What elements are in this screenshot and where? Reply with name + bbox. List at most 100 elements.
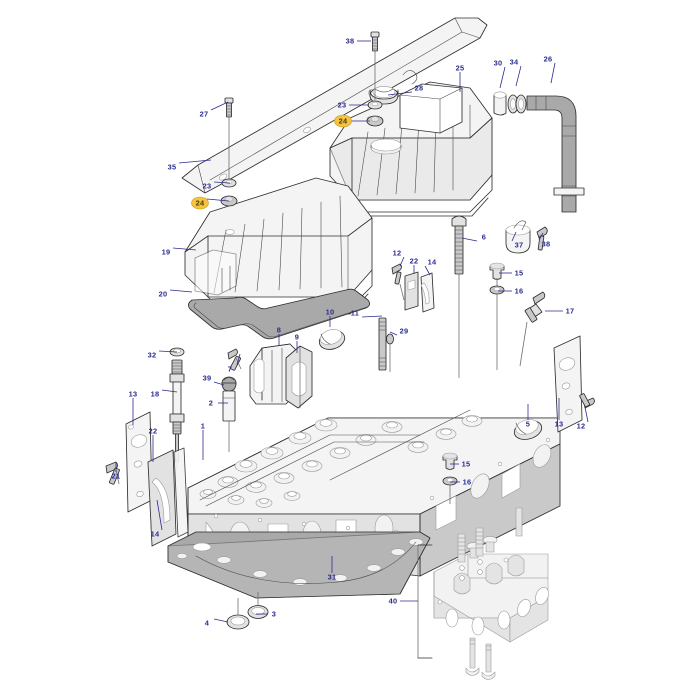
bolt-12-right — [579, 393, 595, 409]
bolt-38-top — [370, 31, 380, 100]
callout-37: 37 — [511, 231, 524, 250]
callout-number: 2 — [209, 399, 213, 408]
callout-number: 30 — [494, 59, 503, 68]
callout-leader — [499, 66, 506, 89]
callout-leader — [161, 389, 178, 393]
callout-number: 28 — [415, 84, 424, 93]
callout-number: 32 — [148, 351, 157, 360]
callout-number: 31 — [328, 573, 337, 582]
washer-16-lower — [442, 476, 458, 504]
callout-leader — [387, 91, 413, 96]
callout-number: 15 — [515, 269, 524, 278]
callout-15: 15 — [499, 269, 523, 278]
callout-40: 40 — [389, 597, 418, 606]
callout-number: 34 — [510, 58, 519, 67]
callout-number: 13 — [129, 390, 138, 399]
callout-39: 39 — [203, 374, 225, 386]
callout-2: 2 — [209, 399, 228, 408]
callout-leader — [399, 256, 405, 267]
callout-26: 26 — [544, 55, 556, 84]
callout-number: 14 — [151, 530, 160, 539]
callout-leader — [584, 406, 589, 423]
clip-29-right — [386, 333, 394, 372]
o-ring-4 — [226, 598, 250, 630]
callout-7: 7 — [228, 353, 241, 374]
callout-15: 15 — [450, 460, 470, 469]
callout-number: 12 — [577, 422, 586, 431]
callout-20: 20 — [159, 290, 193, 299]
callout-number: 22 — [410, 257, 419, 266]
rocker-cover-gasket-part — [187, 288, 371, 340]
callout-16: 16 — [498, 287, 523, 296]
stud-11 — [378, 317, 387, 371]
callout-leader — [213, 381, 225, 386]
plate-14-upper — [420, 272, 435, 313]
valve-seats — [199, 415, 483, 508]
callout-16: 16 — [450, 478, 471, 487]
thermostat-gasket-9 — [285, 345, 313, 409]
callout-leader — [172, 247, 197, 251]
injector-18 — [169, 359, 185, 470]
callout-25: 25 — [456, 64, 464, 92]
callout-leader — [213, 618, 229, 623]
callout-number: 21 — [112, 472, 121, 481]
callout-number: 4 — [205, 619, 210, 628]
callout-23: 23 — [203, 181, 231, 191]
callout-leader — [206, 198, 230, 202]
callout-leader — [178, 159, 212, 164]
breather-hose-part — [526, 95, 585, 213]
callout-32: 32 — [148, 350, 178, 360]
head-end-face — [429, 437, 552, 531]
callout-leader — [550, 62, 556, 84]
callout-leader — [213, 181, 231, 184]
callout-number: 16 — [515, 287, 524, 296]
callout-leader — [158, 350, 178, 353]
callout-6: 6 — [461, 233, 486, 242]
side-plate-13-left — [125, 411, 153, 513]
valve-train-40 — [453, 507, 525, 595]
callout-number: 6 — [482, 233, 486, 242]
callout-leader — [156, 499, 163, 531]
callout-leader — [361, 315, 383, 318]
callout-31: 31 — [328, 556, 337, 582]
loose-valves — [465, 637, 496, 680]
seal-5 — [513, 419, 543, 440]
callout-leader — [210, 101, 229, 111]
callout-27: 27 — [200, 101, 229, 119]
callout-leader — [511, 231, 517, 242]
callout-number: 40 — [389, 597, 398, 606]
callout-number: 14 — [428, 258, 437, 267]
callout-5: 5 — [526, 404, 530, 429]
callout-number: 20 — [159, 290, 168, 299]
callout-number: 8 — [277, 326, 281, 335]
callout-leader — [515, 65, 522, 87]
plate-14-left — [173, 447, 189, 538]
callout-leader — [424, 265, 431, 276]
bare-cylinder-head-40 — [417, 507, 549, 680]
clip-22-upper — [404, 271, 419, 311]
callout-number: 16 — [463, 478, 472, 487]
callout-number: 11 — [351, 309, 359, 318]
callout-number: 17 — [566, 307, 575, 316]
callout-number: 19 — [162, 248, 171, 257]
callout-number: 24 — [196, 199, 205, 208]
callout-number: 9 — [295, 333, 299, 342]
callout-38: 38 — [346, 37, 371, 46]
callout-12: 12 — [577, 406, 589, 431]
callout-21: 21 — [112, 462, 121, 481]
callout-leader — [538, 232, 544, 241]
glow-plug-39 — [221, 376, 237, 392]
callout-number: 39 — [203, 374, 212, 383]
callout-19: 19 — [162, 247, 197, 257]
callout-number: 26 — [544, 55, 553, 64]
bolt-27 — [224, 97, 234, 180]
callout-number: 37 — [515, 241, 524, 250]
callout-17: 17 — [545, 307, 574, 316]
plug-15-upper — [489, 262, 505, 286]
callout-number: 24 — [339, 117, 348, 126]
callout-1: 1 — [201, 422, 205, 460]
callout-8: 8 — [277, 326, 281, 346]
callout-number: 38 — [542, 240, 551, 249]
